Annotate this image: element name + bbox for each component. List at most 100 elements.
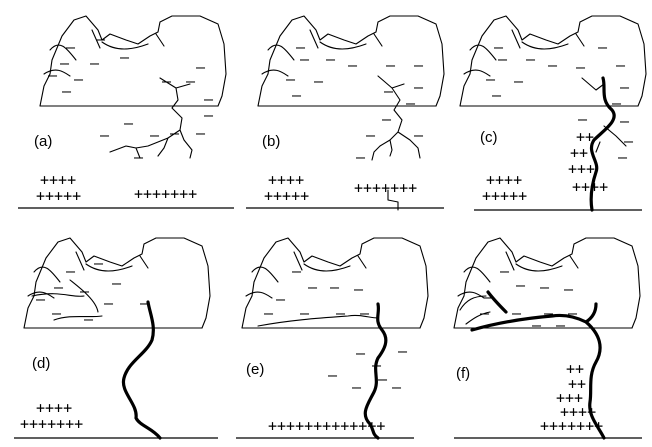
- negative-charge-sign: –: [612, 94, 622, 112]
- leader-branches: [581, 77, 627, 153]
- cloud-negative-charges: – – – – – – – – – – – – – – – – –: [264, 262, 408, 396]
- negative-charge-sign: –: [568, 304, 578, 322]
- ground-charges: +++++++: [354, 179, 417, 197]
- panel-label: (d): [32, 355, 50, 372]
- ground-charges: +++: [556, 389, 583, 407]
- negative-charge-sign: –: [356, 344, 366, 362]
- negative-charge-sign: –: [500, 262, 510, 280]
- negative-charge-sign: –: [576, 58, 586, 76]
- negative-charge-sign: –: [276, 290, 286, 308]
- negative-charge-sign: –: [414, 56, 424, 74]
- negative-charge-sign: –: [120, 48, 130, 66]
- negative-charge-sign: –: [360, 304, 370, 322]
- negative-charge-sign: –: [526, 50, 536, 68]
- panel-b: – – – – – – – – – – – – – – – – (b) ++++…: [246, 15, 445, 211]
- ground-charges: ++++: [36, 399, 72, 417]
- ground-charges: ++++: [40, 171, 76, 189]
- negative-charge-sign: –: [196, 58, 206, 76]
- panel-e: – – – – – – – – – – – – – – – – – (e) ++…: [236, 237, 429, 440]
- negative-charge-sign: –: [392, 378, 402, 396]
- negative-charge-sign: –: [74, 70, 84, 88]
- negative-charge-sign: –: [548, 56, 558, 74]
- negative-charge-sign: –: [516, 276, 526, 294]
- negative-charge-sign: –: [616, 56, 626, 74]
- negative-charge-sign: –: [492, 86, 502, 104]
- negative-charge-sign: –: [500, 318, 510, 336]
- negative-charge-sign: –: [326, 50, 336, 68]
- ground-charges: +++++++: [540, 417, 603, 435]
- negative-charge-sign: –: [90, 54, 100, 72]
- negative-charge-sign: –: [286, 70, 296, 88]
- negative-charge-sign: –: [196, 124, 206, 142]
- negative-charge-sign: –: [618, 148, 628, 166]
- negative-charge-sign: –: [328, 366, 338, 384]
- negative-charge-sign: –: [204, 106, 214, 124]
- cloud-negative-charges: – – – – – – – – – – – – – – – –: [486, 38, 634, 166]
- negative-charge-sign: –: [124, 114, 134, 132]
- negative-charge-sign: –: [134, 148, 144, 166]
- negative-charge-sign: –: [150, 126, 160, 144]
- panel-label: (c): [480, 129, 498, 146]
- panel-a: – – – – – – – – – – – – – – – – – – – (a…: [18, 15, 234, 209]
- negative-charge-sign: –: [140, 294, 150, 312]
- negative-charge-sign: –: [96, 30, 106, 48]
- negative-charge-sign: –: [348, 56, 358, 74]
- ground-charges: ++: [570, 144, 588, 162]
- ground-charges: +++++: [264, 187, 309, 205]
- negative-charge-sign: –: [264, 304, 274, 322]
- negative-charge-sign: –: [186, 72, 196, 90]
- return-stroke: [363, 302, 388, 440]
- negative-charge-sign: –: [484, 288, 494, 306]
- negative-charge-sign: –: [336, 304, 346, 322]
- panel-c: – – – – – – – – – – – – – – – – (c) ++ +…: [459, 15, 647, 212]
- negative-charge-sign: –: [112, 274, 122, 292]
- negative-charge-sign: –: [84, 310, 94, 328]
- upward-streamer: [387, 189, 399, 211]
- ground-charges: ++++: [572, 178, 608, 196]
- negative-charge-sign: –: [308, 278, 318, 296]
- ground-charges: ++: [566, 360, 584, 378]
- return-stroke: [470, 290, 606, 440]
- negative-charge-sign: –: [384, 82, 394, 100]
- negative-charge-sign: –: [54, 278, 64, 296]
- leader-branches: [109, 77, 193, 159]
- negative-charge-sign: –: [498, 50, 508, 68]
- negative-charge-sign: –: [104, 294, 114, 312]
- negative-charge-sign: –: [540, 278, 550, 296]
- ground-charges: ++++: [268, 171, 304, 189]
- panel-f: – – – – – – – – – – – – (f) ++ ++ +++ ++…: [453, 237, 642, 440]
- return-stroke: [121, 300, 162, 440]
- leader-branches: [257, 314, 379, 327]
- negative-charge-sign: –: [352, 378, 362, 396]
- negative-charge-sign: –: [578, 110, 588, 128]
- ground-charges: ++++: [560, 403, 596, 421]
- negative-charge-sign: –: [598, 38, 608, 56]
- negative-charge-sign: –: [406, 94, 416, 112]
- negative-charge-sign: –: [314, 72, 324, 90]
- negative-charge-sign: –: [378, 370, 388, 388]
- negative-charge-sign: –: [414, 126, 424, 144]
- negative-charge-sign: –: [204, 90, 214, 108]
- negative-charge-sign: –: [354, 280, 364, 298]
- ground-charges: +++++++: [134, 185, 197, 203]
- negative-charge-sign: –: [300, 304, 310, 322]
- ground-charges: +++: [568, 160, 595, 178]
- negative-charge-sign: –: [80, 282, 90, 300]
- negative-charge-sign: –: [398, 342, 408, 360]
- leader-branches: [371, 75, 421, 161]
- negative-charge-sign: –: [494, 38, 504, 56]
- negative-charge-sign: –: [94, 254, 104, 272]
- negative-charge-sign: –: [620, 78, 630, 96]
- negative-charge-sign: –: [620, 112, 630, 130]
- negative-charge-sign: –: [514, 72, 524, 90]
- cloud-negative-charges: – – – – – – – – – – – – – – – –: [286, 38, 424, 166]
- negative-charge-sign: –: [66, 38, 76, 56]
- ground-charges: ++: [568, 375, 586, 393]
- negative-charge-sign: –: [62, 82, 72, 100]
- ground-charges: ++: [576, 128, 594, 146]
- negative-charge-sign: –: [330, 278, 340, 296]
- negative-charge-sign: –: [532, 316, 542, 334]
- panel-label: (f): [456, 365, 470, 382]
- negative-charge-sign: –: [284, 318, 294, 336]
- negative-charge-sign: –: [52, 304, 62, 322]
